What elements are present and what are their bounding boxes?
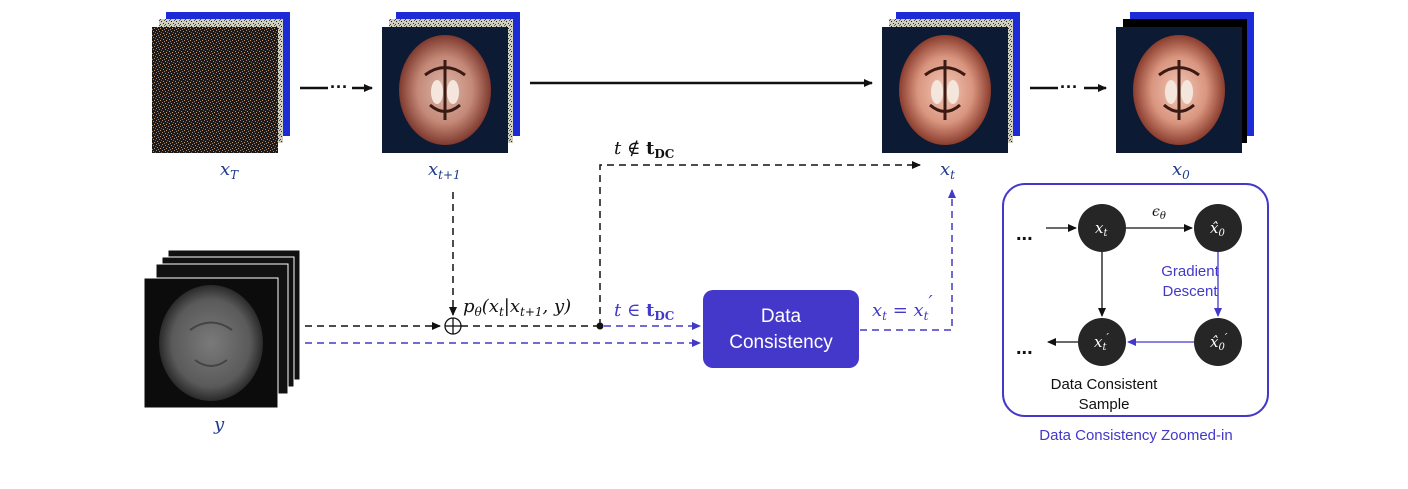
zoom-caption-line2: Sample bbox=[1079, 396, 1130, 413]
xt-brain-folds bbox=[924, 60, 966, 120]
x0-image-stack bbox=[1116, 12, 1254, 153]
xt-image-stack bbox=[882, 12, 1020, 153]
in-dc-label: t ∈ tDC bbox=[614, 300, 674, 323]
ellipsis-right: ··· bbox=[1060, 77, 1078, 97]
dashed-dc-to-xt bbox=[860, 189, 956, 331]
zoom-panel-title: Data Consistency Zoomed-in bbox=[1039, 427, 1232, 444]
zoom-gradient-line1: Gradient bbox=[1161, 263, 1219, 280]
zoom-node-xt-label: xt bbox=[1095, 219, 1108, 239]
xt1-brain-folds bbox=[424, 60, 466, 120]
xT-label: xT bbox=[220, 159, 239, 182]
zoom-node-xtprime bbox=[1078, 318, 1126, 366]
y-label: y bbox=[213, 414, 225, 435]
zoom-node-x0hatprime bbox=[1194, 318, 1242, 366]
xt-ventricle-right bbox=[947, 80, 959, 104]
data-consistency-box: Data Consistency bbox=[703, 290, 859, 368]
dc-box-line1: Data bbox=[761, 306, 802, 327]
zoom-gradient-line2: Descent bbox=[1162, 283, 1218, 300]
zoom-node-xt bbox=[1078, 204, 1126, 252]
xT-image-stack bbox=[152, 12, 290, 153]
x0-label: x0 bbox=[1172, 159, 1190, 182]
oplus-symbol bbox=[444, 317, 462, 335]
noise-front-layer bbox=[152, 27, 278, 153]
p-theta-label: pθ(xt|xt+1, y) bbox=[463, 296, 571, 319]
zoom-panel: ... xt ϵθ x̂0 Gradient Descent xt′ x̂0′ … bbox=[1002, 183, 1269, 417]
y-image-stack bbox=[143, 249, 301, 409]
y-brain bbox=[159, 285, 263, 401]
xt1-label: xt+1 bbox=[428, 159, 461, 182]
ellipsis-left: ··· bbox=[330, 77, 348, 97]
x0-ventricle-left bbox=[1165, 80, 1177, 104]
xt-ventricle-left bbox=[931, 80, 943, 104]
dashed-skip-dc-to-xt bbox=[599, 161, 921, 326]
zoom-eps-label: ϵθ bbox=[1152, 204, 1166, 222]
xt1-image-stack bbox=[382, 12, 520, 153]
x0-brain-folds bbox=[1158, 60, 1200, 120]
xt1-ventricle-right bbox=[447, 80, 459, 104]
xt-label: xt bbox=[940, 159, 955, 182]
zoom-ellipsis-top: ... bbox=[1016, 223, 1033, 245]
zoom-node-x0hat-label: x̂0 bbox=[1210, 219, 1225, 239]
xt1-ventricle-left bbox=[431, 80, 443, 104]
y-brain-folds bbox=[189, 321, 233, 367]
zoom-node-x0hatprime-label: x̂0′ bbox=[1210, 331, 1228, 353]
zoom-node-x0hat bbox=[1194, 204, 1242, 252]
x0-ventricle-right bbox=[1181, 80, 1193, 104]
zoom-ellipsis-bottom: ... bbox=[1016, 337, 1033, 359]
zoom-node-xtprime-label: xt′ bbox=[1094, 331, 1110, 353]
not-in-dc-label: t ∉ tDC bbox=[614, 138, 674, 161]
dc-box-line2: Consistency bbox=[729, 332, 833, 353]
assign-label: xt = xt′ bbox=[872, 292, 933, 323]
zoom-caption-line1: Data Consistent bbox=[1051, 376, 1159, 393]
